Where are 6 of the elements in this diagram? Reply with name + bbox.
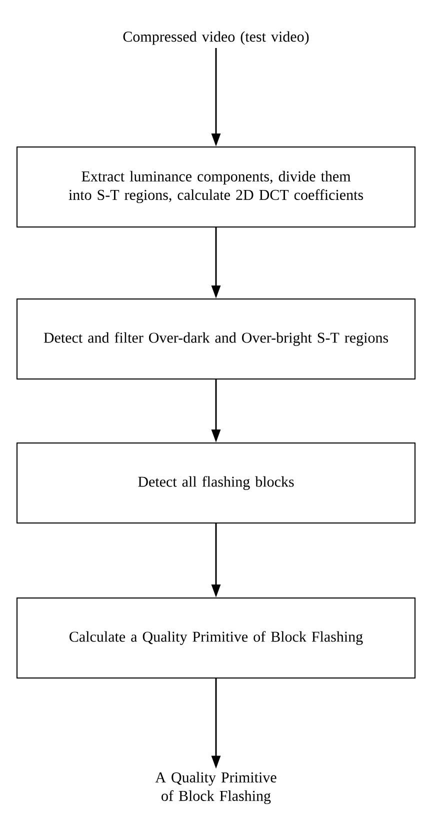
process-box: Calculate a Quality Primitive of Block Flashing <box>16 598 416 678</box>
process-box: Extract luminance components, divide them into S-T regions, calculate 2D DCT coefficients <box>16 146 416 228</box>
process-box: Detect and filter Over-dark and Over-bright S-T regions <box>16 298 416 380</box>
io-text: Compressed video (test video) <box>123 31 309 45</box>
io-text: A Quality Primitive of Block Flashing <box>155 772 276 804</box>
process-box: Detect all flashing blocks <box>16 442 416 524</box>
